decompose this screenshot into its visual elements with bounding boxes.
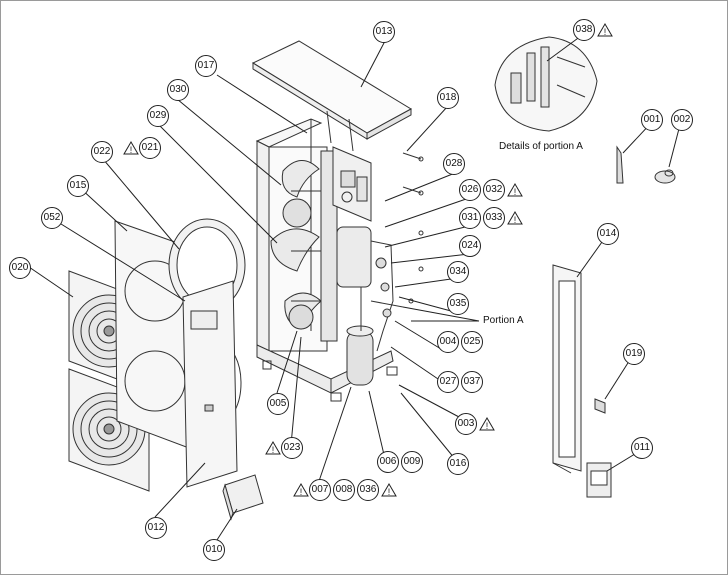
callout-026: 026 — [459, 179, 481, 201]
top-panel — [251, 40, 413, 152]
callout-016: 016 — [447, 453, 469, 475]
svg-text:!: ! — [514, 187, 517, 197]
callout-001: 001 — [641, 109, 663, 131]
callout-006: 006 — [377, 451, 399, 473]
callout-005: 005 — [267, 393, 289, 415]
warning-icon: ! — [123, 141, 139, 155]
callout-013: 013 — [373, 21, 395, 43]
warning-icon: ! — [381, 483, 397, 497]
callout-036: 036 — [357, 479, 379, 501]
control-box — [332, 146, 372, 222]
warning-icon: ! — [597, 23, 613, 37]
svg-text:!: ! — [300, 487, 303, 497]
side-screws — [402, 152, 424, 304]
inner-fans — [270, 160, 322, 330]
callout-032: 032 — [483, 179, 505, 201]
warning-icon: ! — [265, 441, 281, 455]
callout-002: 002 — [671, 109, 693, 131]
callout-035: 035 — [447, 293, 469, 315]
callout-009: 009 — [401, 451, 423, 473]
callout-015: 015 — [67, 175, 89, 197]
svg-text:!: ! — [604, 27, 607, 37]
callout-031: 031 — [459, 207, 481, 229]
callout-023: 023 — [281, 437, 303, 459]
right-side-panel — [552, 264, 582, 474]
callout-022: 022 — [91, 141, 113, 163]
callout-003: 003 — [455, 413, 477, 435]
callout-020: 020 — [9, 257, 31, 279]
warning-icon: ! — [293, 483, 309, 497]
callout-038: 038 — [573, 19, 595, 41]
portion-a-label: Portion A — [483, 315, 524, 326]
compressor-piping — [336, 226, 404, 386]
callout-011: 011 — [631, 437, 653, 459]
callout-052: 052 — [41, 207, 63, 229]
svg-text:!: ! — [388, 487, 391, 497]
callout-012: 012 — [145, 517, 167, 539]
callout-007: 007 — [309, 479, 331, 501]
leader-lines — [28, 32, 682, 544]
callout-018: 018 — [437, 87, 459, 109]
callout-021: 021 — [139, 137, 161, 159]
callout-024: 024 — [459, 235, 481, 257]
callout-037: 037 — [461, 371, 483, 393]
callout-004: 004 — [437, 331, 459, 353]
callout-025: 025 — [461, 331, 483, 353]
callout-033: 033 — [483, 207, 505, 229]
warning-icon: ! — [507, 211, 523, 225]
service-cover — [222, 474, 264, 521]
front-panel — [182, 280, 238, 488]
callout-028: 028 — [443, 153, 465, 175]
svg-text:!: ! — [272, 445, 275, 455]
callout-008: 008 — [333, 479, 355, 501]
callout-014: 014 — [597, 223, 619, 245]
detail-caption: Details of portion A — [499, 141, 583, 152]
svg-text:!: ! — [486, 421, 489, 431]
small-parts — [586, 145, 676, 498]
warning-icon: ! — [479, 417, 495, 431]
callout-010: 010 — [203, 539, 225, 561]
callout-034: 034 — [447, 261, 469, 283]
svg-text:!: ! — [514, 215, 517, 225]
callout-029: 029 — [147, 105, 169, 127]
detail-view — [494, 36, 598, 132]
callout-030: 030 — [167, 79, 189, 101]
callout-027: 027 — [437, 371, 459, 393]
svg-text:!: ! — [130, 145, 133, 155]
warning-icon: ! — [507, 183, 523, 197]
callout-017: 017 — [195, 55, 217, 77]
callout-019: 019 — [623, 343, 645, 365]
